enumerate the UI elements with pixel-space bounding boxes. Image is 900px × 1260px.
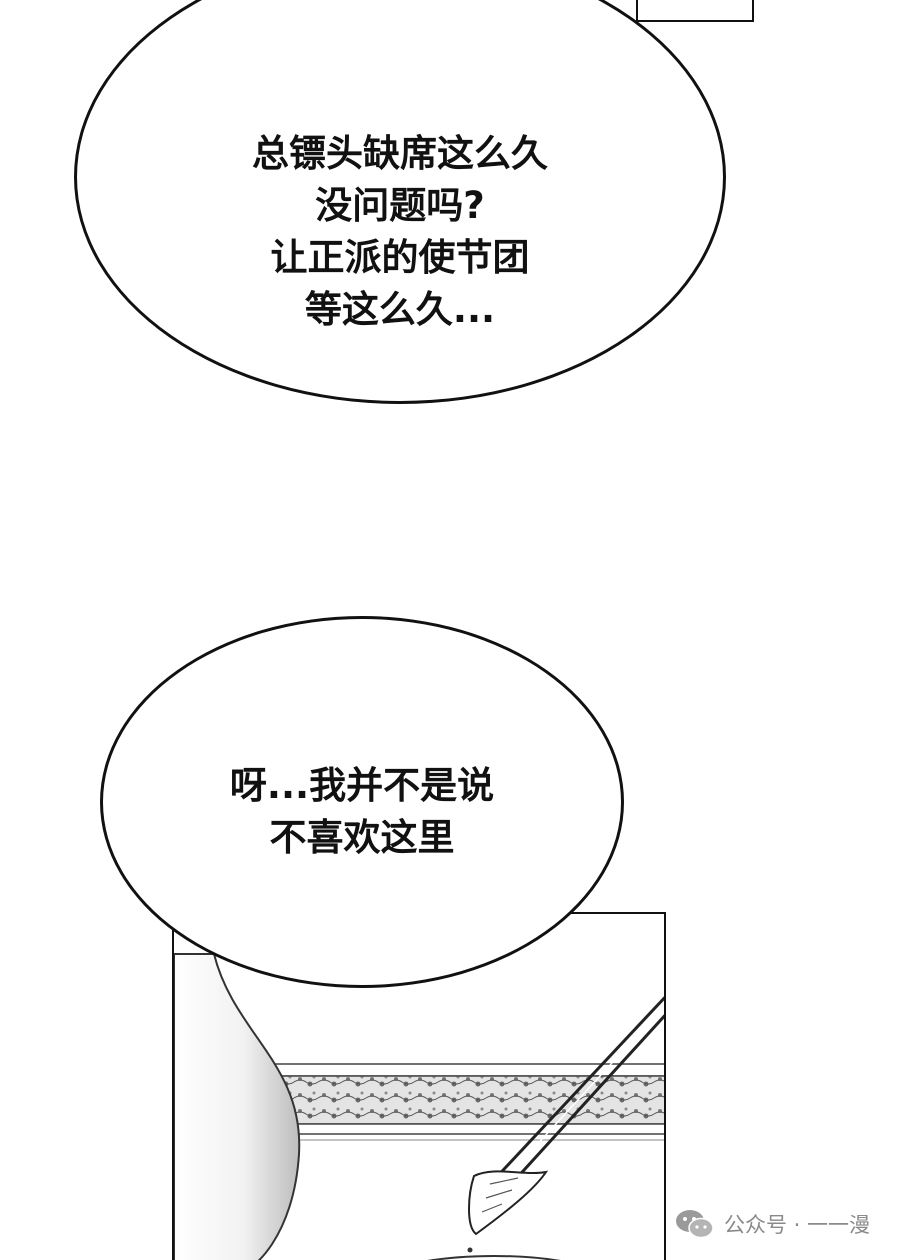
- watermark: 公众号 · 一一漫: [674, 1208, 870, 1240]
- speech-line: 让正派的使节团: [270, 236, 530, 279]
- plate: [427, 1255, 561, 1260]
- speech-line: 等这么久...: [304, 287, 496, 331]
- railing-bottom: [273, 1123, 664, 1135]
- speech-bubble-first: 总镖头缺席这么久 没问题吗? 让正派的使节团 等这么久...: [74, 0, 726, 404]
- speech-bubble-second: 呀...我并不是说 不喜欢这里: [100, 616, 624, 988]
- top-panel-edge: [636, 0, 754, 22]
- food-piece: [468, 1170, 549, 1236]
- speech-line: 呀...我并不是说: [229, 764, 495, 808]
- vase-shape: [174, 953, 301, 1260]
- panel-artwork: [174, 953, 664, 1260]
- speech-text-second: 呀...我并不是说 不喜欢这里: [230, 760, 494, 864]
- wechat-icon: [675, 1210, 714, 1239]
- speech-text-first: 总镖头缺席这么久 没问题吗? 让正派的使节团 等这么久...: [252, 128, 548, 335]
- speech-line: 不喜欢这里: [269, 816, 455, 859]
- speech-line: 没问题吗?: [315, 184, 485, 228]
- watermark-text: 公众号 · 一一漫: [723, 1213, 870, 1237]
- chopstick: [502, 1014, 664, 1194]
- railing-top: [273, 1063, 664, 1077]
- chopstick: [490, 996, 664, 1184]
- lattice-railing: [273, 1075, 664, 1125]
- speech-line: 总镖头缺席这么久: [252, 132, 548, 176]
